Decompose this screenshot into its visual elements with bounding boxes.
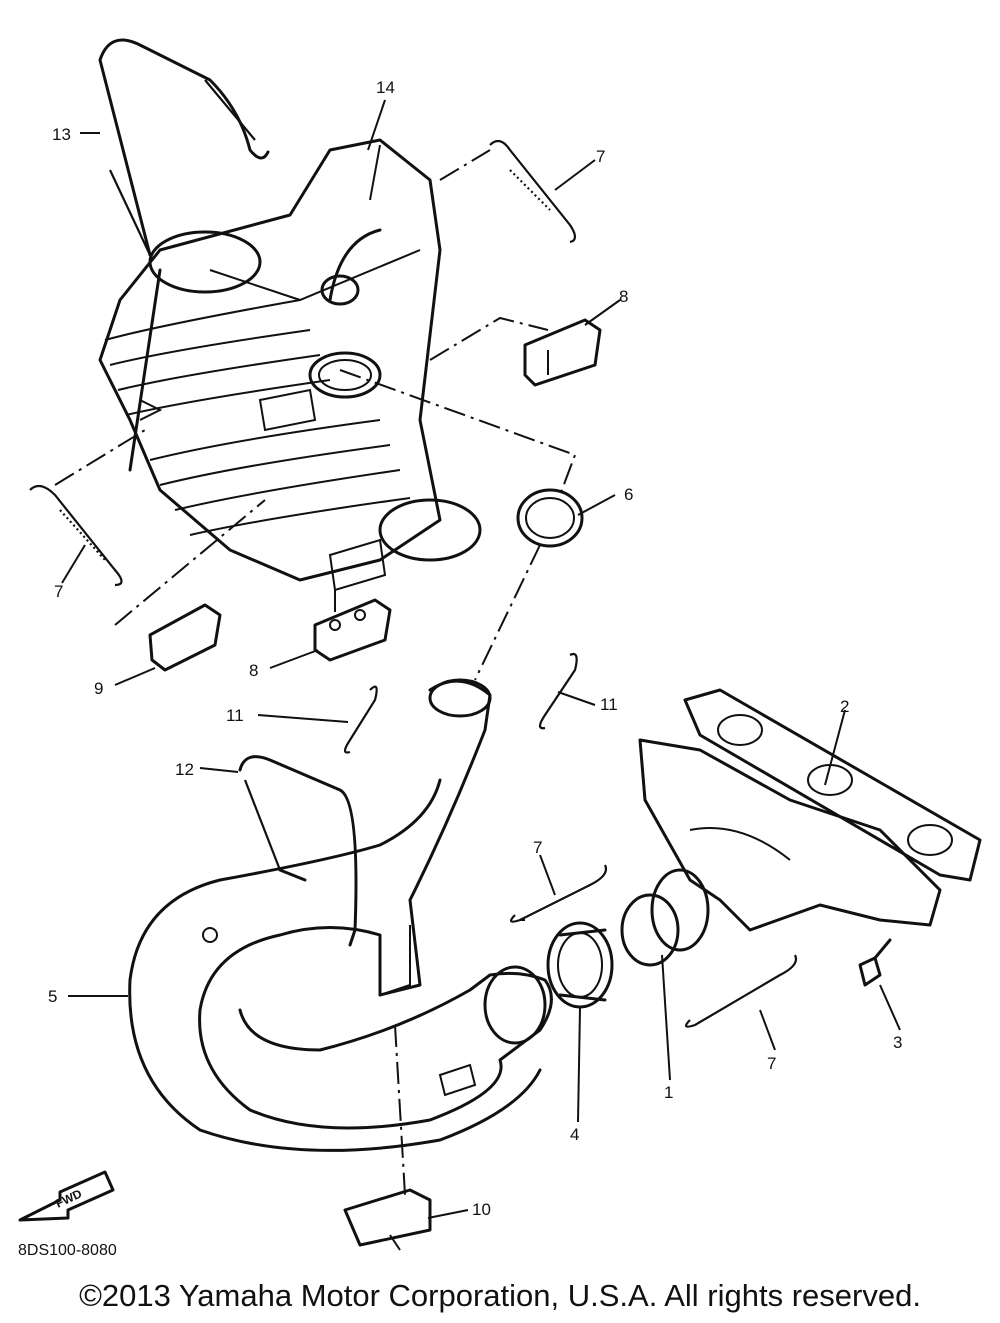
callout-8-upper: 8 xyxy=(619,287,628,306)
callout-9: 9 xyxy=(94,679,103,698)
bracket-10 xyxy=(343,1188,432,1251)
pipe-strap-12 xyxy=(238,755,358,947)
spring-11-left xyxy=(343,685,378,754)
callout-6: 6 xyxy=(624,485,633,504)
callout-labels: 14 13 7 8 6 7 9 8 11 11 2 12 7 5 3 7 1 4… xyxy=(48,78,902,1219)
rubber-mount-9 xyxy=(148,603,222,672)
callout-12: 12 xyxy=(175,760,194,779)
callout-3: 3 xyxy=(893,1033,902,1052)
callout-2: 2 xyxy=(840,697,849,716)
diagram-code: 8DS100-8080 xyxy=(18,1242,117,1259)
callout-7-left: 7 xyxy=(54,582,63,601)
exhaust-pipe-5 xyxy=(128,678,553,1152)
fwd-arrow-icon: FWD xyxy=(18,1170,115,1222)
callout-7-top: 7 xyxy=(596,147,605,166)
manifold-gasket-2 xyxy=(683,688,982,882)
callout-8-lower: 8 xyxy=(249,661,258,680)
bolt-3 xyxy=(858,938,892,987)
callout-14: 14 xyxy=(376,78,395,97)
callout-11-left: 11 xyxy=(226,706,244,725)
muffler-assembly xyxy=(98,138,482,592)
joint-4 xyxy=(546,921,614,1009)
copyright-notice: ©2013 Yamaha Motor Corporation, U.S.A. A… xyxy=(79,1278,921,1313)
spring-7-center xyxy=(509,864,608,923)
spring-7-lower-right xyxy=(684,954,798,1028)
rubber-mount-8-upper xyxy=(523,318,602,387)
callout-13: 13 xyxy=(52,125,71,144)
manifold-1 xyxy=(620,738,942,967)
callout-4: 4 xyxy=(570,1125,579,1144)
callout-11-right: 11 xyxy=(600,695,618,714)
callout-1: 1 xyxy=(664,1083,673,1102)
spring-7-left xyxy=(29,484,123,587)
callout-7-center: 7 xyxy=(533,838,542,857)
assembly-lines xyxy=(54,149,577,1196)
muffler-strap-13 xyxy=(98,38,270,472)
svg-text:FWD: FWD xyxy=(53,1186,84,1210)
callout-10: 10 xyxy=(472,1200,491,1219)
gasket-6 xyxy=(516,488,584,548)
callout-7-lower-right: 7 xyxy=(767,1054,776,1073)
callout-5: 5 xyxy=(48,987,57,1006)
leader-lines xyxy=(61,99,901,1219)
rubber-mount-8-lower xyxy=(313,598,392,662)
spring-7-top xyxy=(489,139,577,244)
